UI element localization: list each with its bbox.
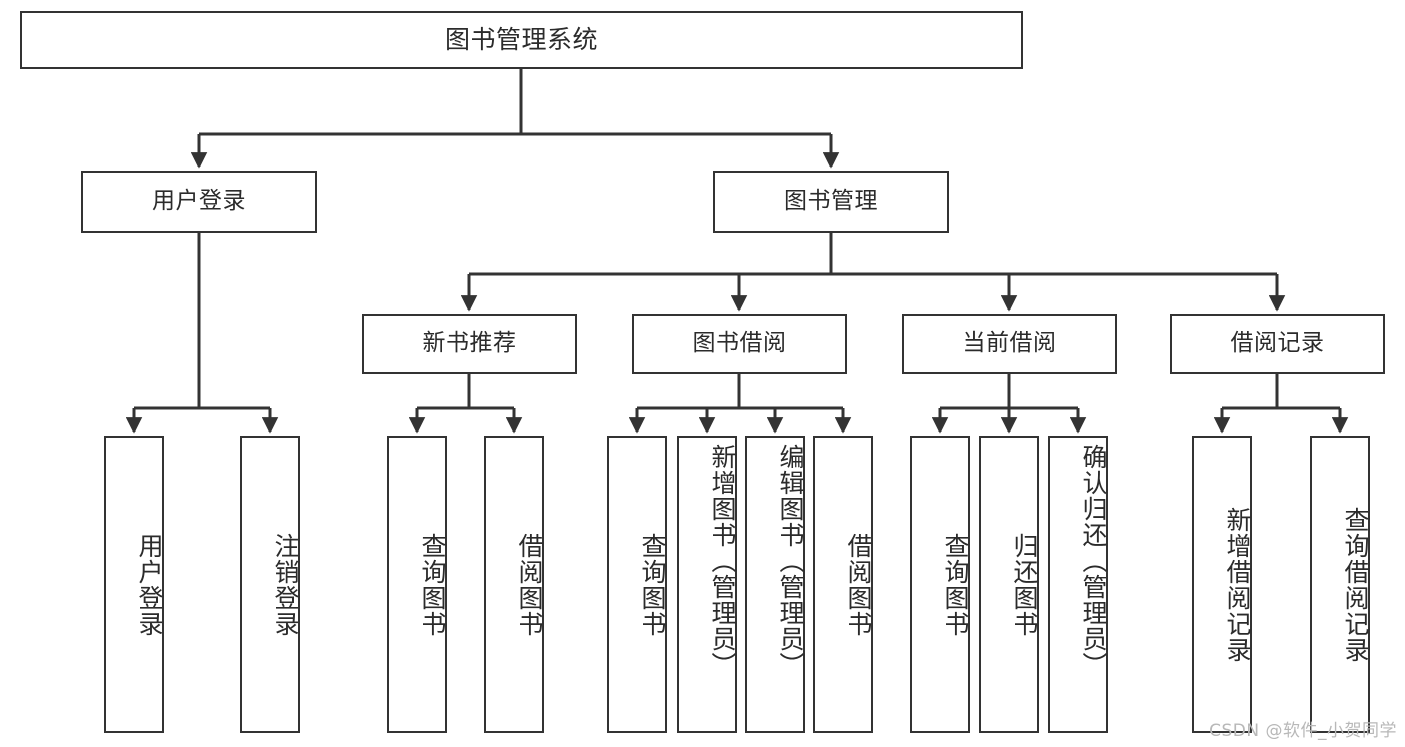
leaf-query-book-borrow[interactable]: 查询图书: [607, 436, 667, 733]
csdn-watermark: CSDN @软件_小贺同学: [1209, 721, 1397, 741]
node-label: 借阅图书: [515, 532, 544, 637]
leaf-return-book[interactable]: 归还图书: [979, 436, 1039, 733]
leaf-query-book-current[interactable]: 查询图书: [910, 436, 970, 733]
leaf-borrow-book[interactable]: 借阅图书: [813, 436, 873, 733]
leaf-add-book-admin[interactable]: 新增图书（管理员）: [677, 436, 737, 733]
node-label: 用户登录: [152, 188, 246, 215]
node-label: 编辑图书（管理员）: [776, 444, 805, 678]
node-book-borrow[interactable]: 图书借阅: [632, 314, 847, 374]
node-label: 借阅记录: [1230, 330, 1325, 357]
leaf-borrow-book-new[interactable]: 借阅图书: [484, 436, 544, 733]
node-label: 图书借阅: [692, 330, 787, 357]
node-label: 新增图书（管理员）: [708, 444, 737, 678]
node-label: 查询图书: [638, 532, 667, 637]
leaf-add-borrow-record[interactable]: 新增借阅记录: [1192, 436, 1252, 733]
leaf-logout-login[interactable]: 注销登录: [240, 436, 300, 733]
leaf-query-borrow-record[interactable]: 查询借阅记录: [1310, 436, 1370, 733]
node-label: 注销登录: [271, 532, 300, 637]
node-label: 图书管理: [784, 188, 878, 215]
node-label: 新书推荐: [422, 330, 517, 357]
node-label: 借阅图书: [844, 532, 873, 637]
node-label: 归还图书: [1010, 532, 1039, 637]
node-label: 用户登录: [135, 532, 164, 637]
node-book-management[interactable]: 图书管理: [713, 171, 949, 233]
node-label: 查询图书: [941, 532, 970, 637]
node-label: 确认归还（管理员）: [1079, 444, 1108, 678]
node-label: 查询图书: [418, 532, 447, 637]
node-borrow-record[interactable]: 借阅记录: [1170, 314, 1385, 374]
node-label: 当前借阅: [962, 330, 1057, 357]
node-current-borrow[interactable]: 当前借阅: [902, 314, 1117, 374]
node-new-book-recommend[interactable]: 新书推荐: [362, 314, 577, 374]
node-label: 新增借阅记录: [1223, 506, 1252, 663]
node-label: 查询借阅记录: [1341, 506, 1370, 663]
node-user-login[interactable]: 用户登录: [81, 171, 317, 233]
node-label: 图书管理系统: [444, 25, 598, 55]
leaf-query-book-new[interactable]: 查询图书: [387, 436, 447, 733]
node-root-book-management-system[interactable]: 图书管理系统: [20, 11, 1023, 69]
leaf-edit-book-admin[interactable]: 编辑图书（管理员）: [745, 436, 805, 733]
leaf-user-login[interactable]: 用户登录: [104, 436, 164, 733]
leaf-confirm-return-admin[interactable]: 确认归还（管理员）: [1048, 436, 1108, 733]
